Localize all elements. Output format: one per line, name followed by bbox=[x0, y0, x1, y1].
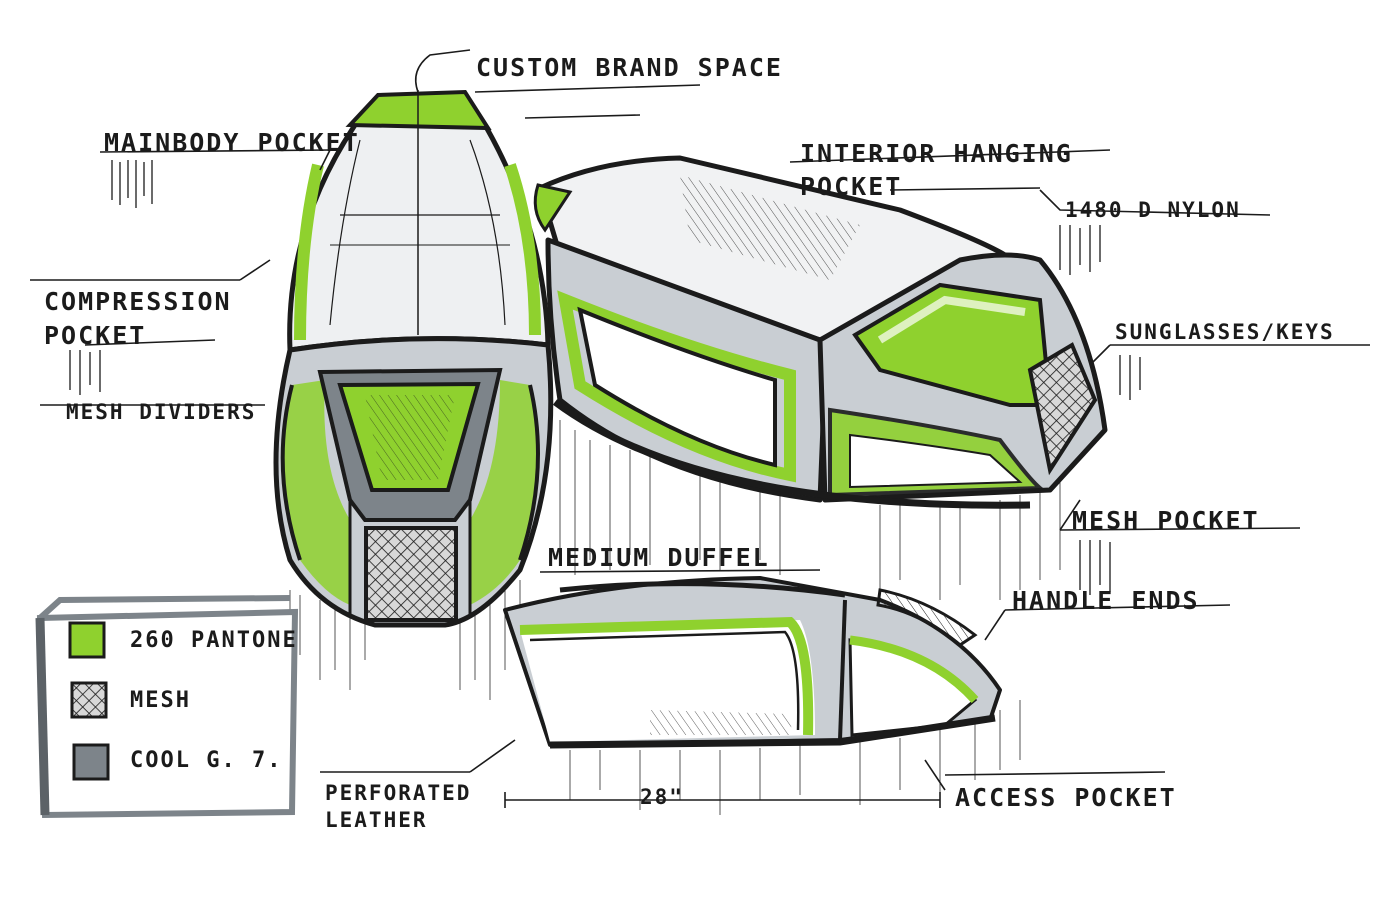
label-mesh-pocket: MESH POCKET bbox=[1072, 506, 1260, 535]
label-medium-duffel: MEDIUM DUFFEL bbox=[548, 543, 770, 572]
label-interior-hanging-pocket: INTERIOR HANGING POCKET bbox=[800, 139, 1073, 201]
label-hatch-marks bbox=[69, 160, 1141, 595]
label-custom-brand: CUSTOM BRAND SPACE bbox=[476, 53, 783, 82]
grey-swatch-icon bbox=[72, 743, 110, 781]
legend-item-mesh: MESH bbox=[130, 688, 191, 713]
label-handle-ends: HANDLE ENDS bbox=[1012, 586, 1200, 615]
label-access-pocket: ACCESS POCKET bbox=[955, 783, 1177, 812]
label-dimension: 28" bbox=[640, 785, 684, 809]
label-sunglasses-keys: SUNGLASSES/KEYS bbox=[1115, 320, 1335, 344]
lime-swatch-icon bbox=[68, 621, 106, 659]
mesh-swatch-icon bbox=[70, 681, 108, 719]
label-perforated-leather: PERFORATED LEATHER bbox=[325, 781, 472, 833]
label-compression-pocket: COMPRESSION POCKET bbox=[44, 287, 232, 350]
legend-item-grey: COOL G. 7. bbox=[130, 748, 283, 773]
label-mesh-dividers: MESH DIVIDERS bbox=[66, 400, 257, 424]
leader-lines bbox=[30, 49, 1370, 808]
large-duffel-top-view bbox=[533, 155, 1108, 509]
medium-duffel-side-view bbox=[503, 576, 1002, 749]
upright-bag-front-view bbox=[273, 89, 554, 628]
label-mainbody-pocket: MAINBODY POCKET bbox=[104, 128, 360, 157]
legend-box bbox=[35, 595, 299, 819]
legend-item-lime: 260 PANTONE bbox=[130, 628, 298, 653]
label-nylon: 1480 D NYLON bbox=[1065, 198, 1241, 222]
